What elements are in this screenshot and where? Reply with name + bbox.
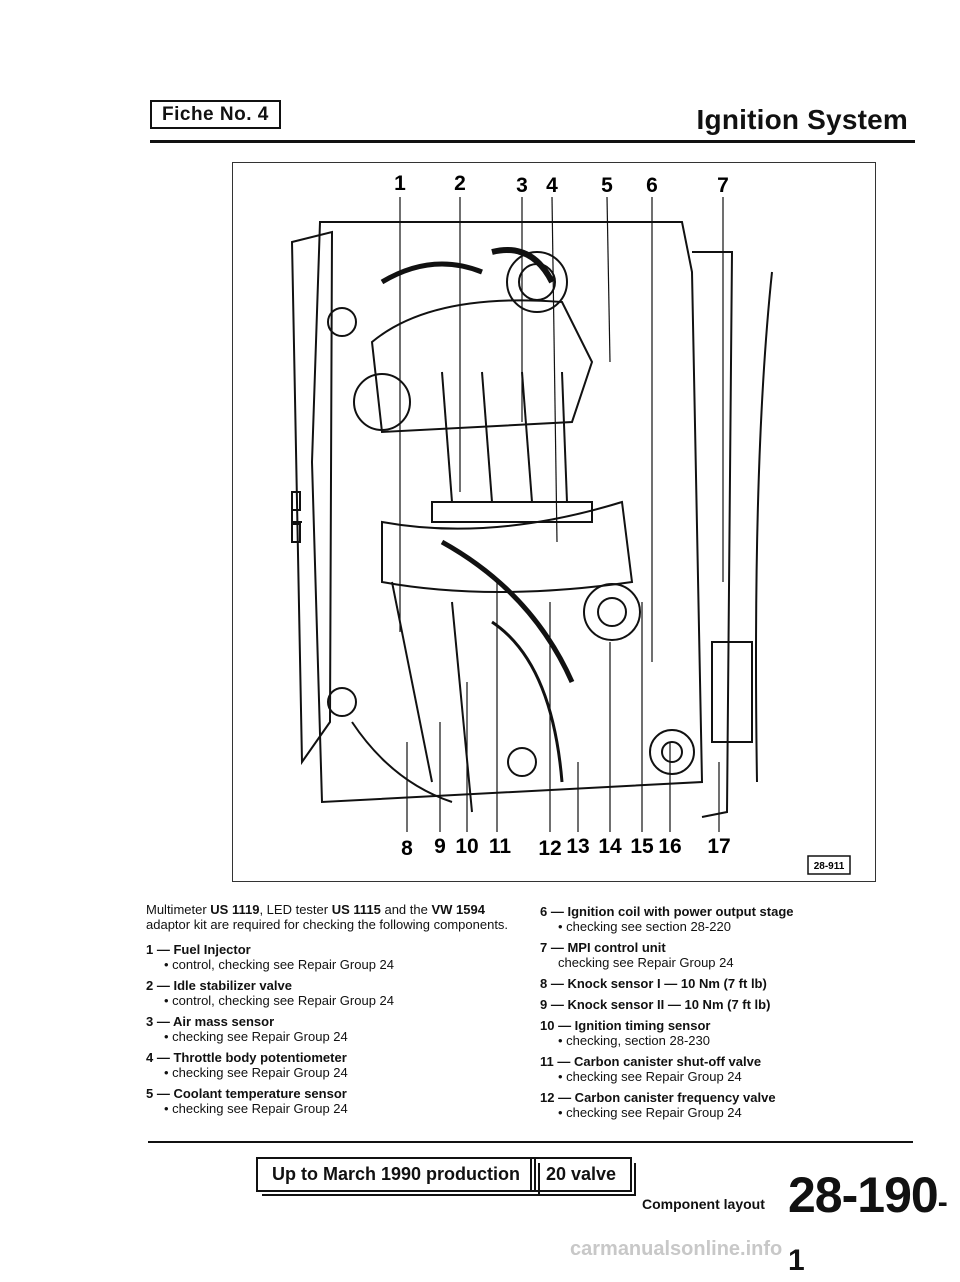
item-title: 11 — Carbon canister shut-off valve — [540, 1054, 762, 1069]
footer-divider — [148, 1141, 913, 1143]
item-12: 12 — Carbon canister frequency valve • c… — [540, 1090, 860, 1120]
item-5: 5 — Coolant temperature sensor • checkin… — [146, 1086, 516, 1116]
callout-14: 14 — [598, 835, 622, 858]
item-title: 10 — Ignition timing sensor — [540, 1018, 711, 1033]
callout-leaders — [399, 196, 724, 832]
callout-8: 8 — [401, 837, 413, 860]
callout-17: 17 — [707, 835, 730, 858]
item-note: • control, checking see Repair Group 24 — [164, 957, 395, 972]
production-badge: Up to March 1990 production — [256, 1157, 541, 1196]
fiche-label: Fiche No. 4 — [150, 100, 281, 129]
item-11: 11 — Carbon canister shut-off valve • ch… — [540, 1054, 860, 1084]
callout-1: 1 — [394, 172, 406, 195]
callout-5: 5 — [601, 174, 613, 197]
item-6: 6 — Ignition coil with power output stag… — [540, 904, 860, 934]
item-7: 7 — MPI control unit checking see Repair… — [540, 940, 860, 970]
item-title: 6 — Ignition coil with power output stag… — [540, 904, 794, 919]
callout-10: 10 — [455, 835, 478, 858]
page-number: 28-190-1 — [788, 1167, 948, 1277]
callout-11: 11 — [489, 835, 512, 858]
figure-id: 28-911 — [814, 861, 845, 872]
valve-badge: 20 valve — [530, 1157, 637, 1196]
header-divider — [150, 140, 915, 143]
item-title: 7 — MPI control unit — [540, 940, 666, 955]
item-note: • checking see Repair Group 24 — [164, 1065, 348, 1080]
item-title: 8 — Knock sensor I — 10 Nm (7 ft lb) — [540, 976, 767, 991]
item-title: 4 — Throttle body potentiometer — [146, 1050, 347, 1065]
item-4: 4 — Throttle body potentiometer • checki… — [146, 1050, 516, 1080]
callout-13: 13 — [566, 835, 589, 858]
item-1: 1 — Fuel Injector • control, checking se… — [146, 942, 516, 972]
engine-component-diagram: 1 2 3 4 5 6 7 8 9 10 11 12 13 14 15 16 1… — [290, 172, 851, 875]
callout-3: 3 — [516, 174, 528, 197]
item-note: • checking, section 28-230 — [558, 1033, 710, 1048]
text-column-right: 6 — Ignition coil with power output stag… — [540, 904, 860, 1126]
item-note: • checking see Repair Group 24 — [164, 1029, 348, 1044]
item-title: 12 — Carbon canister frequency valve — [540, 1090, 776, 1105]
item-title: 5 — Coolant temperature sensor — [146, 1086, 347, 1101]
figure-frame — [232, 162, 876, 882]
intro-paragraph: Multimeter US 1119, LED tester US 1115 a… — [146, 902, 509, 932]
item-note: • checking see Repair Group 24 — [164, 1101, 348, 1116]
watermark: carmanualsonline.info — [570, 1238, 783, 1260]
callout-2: 2 — [454, 172, 466, 195]
item-note: • checking see Repair Group 24 — [558, 1105, 742, 1120]
item-8: 8 — Knock sensor I — 10 Nm (7 ft lb) — [540, 976, 860, 991]
item-note: • control, checking see Repair Group 24 — [164, 993, 395, 1008]
component-layout-label: Component layout — [642, 1196, 765, 1212]
item-2: 2 — Idle stabilizer valve • control, che… — [146, 978, 516, 1008]
callout-9: 9 — [434, 835, 446, 858]
item-note: • checking see section 28-220 — [558, 919, 731, 934]
callout-12: 12 — [538, 837, 561, 860]
callout-7: 7 — [717, 174, 729, 197]
callout-4: 4 — [546, 174, 558, 197]
callout-15: 15 — [630, 835, 654, 858]
item-title: 2 — Idle stabilizer valve — [146, 978, 292, 993]
item-title: 1 — Fuel Injector — [146, 942, 251, 957]
item-9: 9 — Knock sensor II — 10 Nm (7 ft lb) — [540, 997, 860, 1012]
item-3: 3 — Air mass sensor • checking see Repai… — [146, 1014, 516, 1044]
item-10: 10 — Ignition timing sensor • checking, … — [540, 1018, 860, 1048]
figure-id-box — [807, 855, 851, 875]
item-note: checking see Repair Group 24 — [558, 955, 734, 970]
text-column-left: Multimeter US 1119, LED tester US 1115 a… — [146, 902, 516, 1122]
page-title: Ignition System — [696, 104, 908, 135]
item-note: • checking see Repair Group 24 — [558, 1069, 742, 1084]
item-title: 3 — Air mass sensor — [146, 1014, 275, 1029]
item-title: 9 — Knock sensor II — 10 Nm (7 ft lb) — [540, 997, 771, 1012]
callout-16: 16 — [658, 835, 681, 858]
callout-6: 6 — [646, 174, 658, 197]
engine-drawing — [290, 221, 773, 818]
